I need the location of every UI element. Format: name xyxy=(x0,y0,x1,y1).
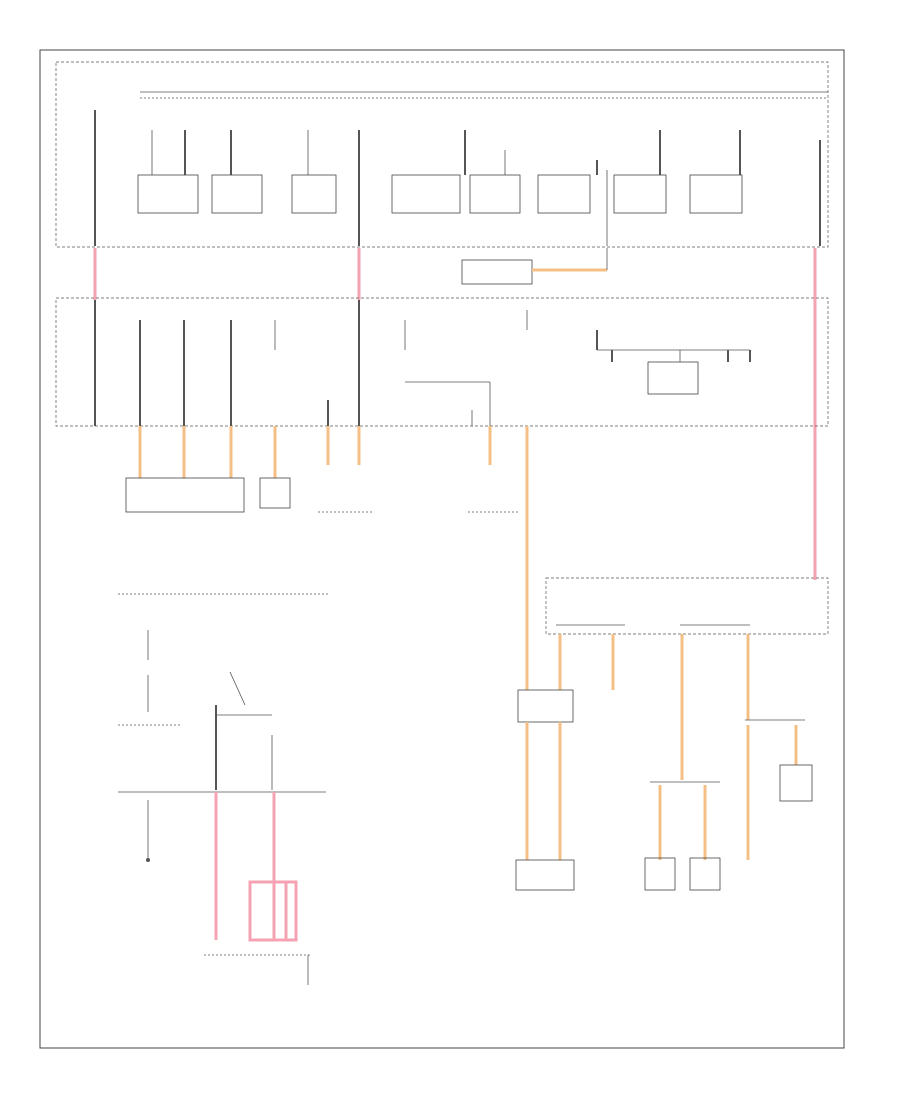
lower-control-module xyxy=(515,859,575,891)
lower-left-section xyxy=(118,593,330,985)
junction-module xyxy=(517,689,574,723)
page-frame xyxy=(39,49,845,1049)
underhood-fuse-block xyxy=(55,297,829,427)
body-control-module xyxy=(125,477,245,513)
connector-module xyxy=(259,477,291,509)
right-relay-block xyxy=(545,577,829,780)
top-fuse-block xyxy=(55,61,829,248)
